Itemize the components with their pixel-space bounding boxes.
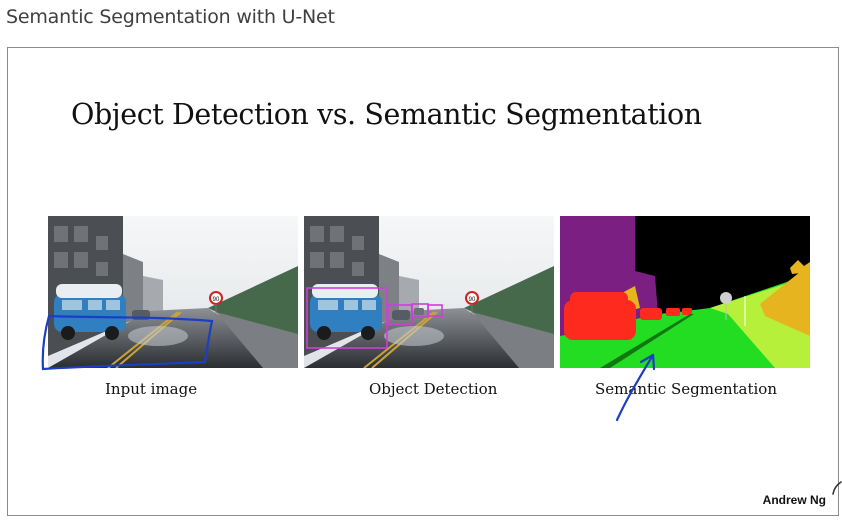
caption-semantic-segmentation: Semantic Segmentation (595, 380, 777, 398)
speed-sign-text-2: 90 (469, 297, 476, 303)
semantic-segmentation-image (560, 216, 810, 368)
bounding-box-car-3 (427, 304, 443, 317)
author-credit: Andrew Ng (762, 493, 826, 507)
caption-input-image: Input image (105, 380, 198, 398)
page-title: Semantic Segmentation with U-Net (6, 6, 335, 28)
caption-object-detection: Object Detection (369, 380, 498, 398)
detection-boxes (306, 287, 443, 349)
bounding-box-van (306, 287, 388, 349)
slide-heading: Object Detection vs. Semantic Segmentati… (71, 98, 702, 131)
slide: Object Detection vs. Semantic Segmentati… (7, 47, 839, 516)
van (54, 284, 126, 340)
input-image: 90 (48, 216, 298, 368)
seg-cars (564, 292, 692, 340)
speed-sign-text: 90 (213, 297, 220, 303)
object-detection-image: 90 (304, 216, 554, 368)
